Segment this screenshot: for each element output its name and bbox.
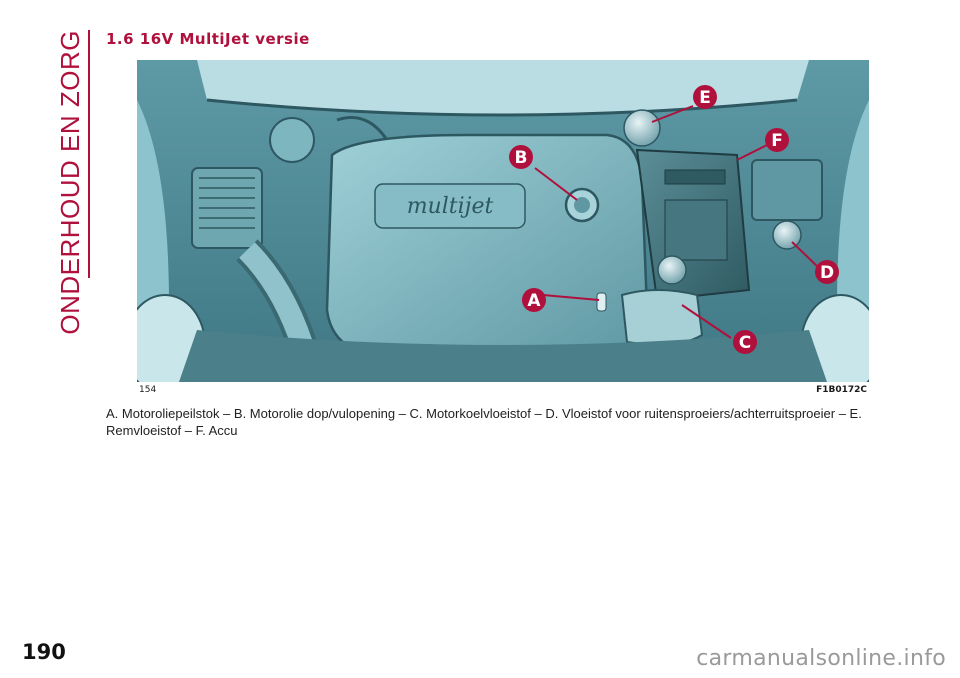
fuse-box xyxy=(751,159,823,221)
washer-fluid-cap xyxy=(772,220,802,250)
coolant-cap xyxy=(657,255,687,285)
dipstick-handle xyxy=(596,292,607,312)
watermark: carmanualsonline.info xyxy=(696,646,946,671)
callout-D: D xyxy=(815,260,839,284)
figure-caption: A. Motoroliepeilstok – B. Motorolie dop/… xyxy=(106,406,862,438)
svg-text:A: A xyxy=(527,291,541,311)
svg-text:F: F xyxy=(771,131,783,151)
engine-bay-figure: multijet 154 F1B0172C xyxy=(137,60,869,394)
callout-A: A xyxy=(522,288,546,312)
section-heading: 1.6 16V MultiJet versie xyxy=(106,30,310,48)
engine-bay-illustration: multijet 154 F1B0172C xyxy=(137,60,869,394)
brake-fluid-cap xyxy=(623,109,661,147)
engine-cover xyxy=(325,133,649,357)
svg-text:D: D xyxy=(820,263,834,283)
figure-number: 154 xyxy=(139,385,156,394)
callout-F: F xyxy=(765,128,789,152)
hood-edge xyxy=(197,60,809,115)
page-number: 190 xyxy=(22,640,66,664)
engine-badge-text: multijet xyxy=(407,194,494,219)
callout-C: C xyxy=(733,330,757,354)
svg-text:B: B xyxy=(515,148,528,168)
chapter-rule xyxy=(88,30,90,278)
svg-text:E: E xyxy=(699,88,711,108)
engine-badge-plate xyxy=(374,183,526,229)
figure-code: F1B0172C xyxy=(816,385,867,394)
svg-text:C: C xyxy=(739,333,751,353)
callout-E: E xyxy=(693,85,717,109)
chapter-title: ONDERHOUD EN ZORG xyxy=(54,30,85,335)
callout-B: B xyxy=(509,145,533,169)
coolant-reservoir xyxy=(620,289,704,346)
front-crossmember xyxy=(179,330,827,382)
